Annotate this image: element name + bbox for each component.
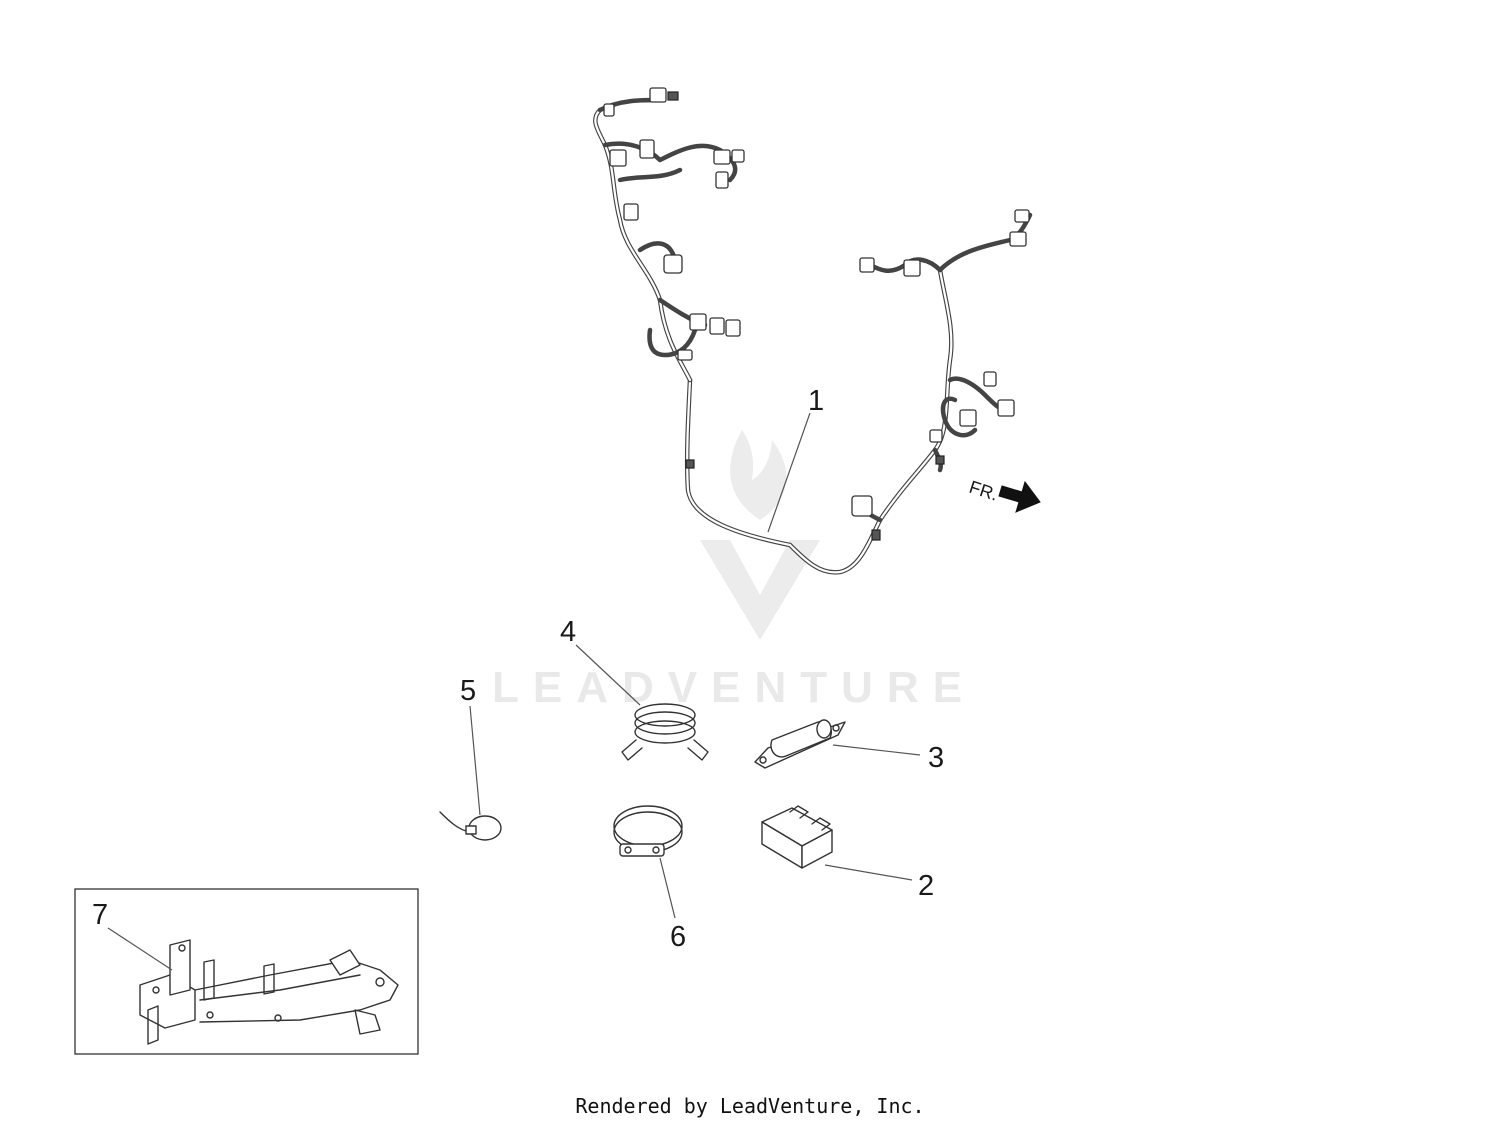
watermark-text: LEADVENTURE — [492, 663, 976, 712]
leader-line-5 — [469, 705, 481, 816]
spring-hose-clamp-icon — [621, 703, 709, 761]
mounting-bracket-icon — [139, 939, 399, 1045]
watermark-logo-icon — [700, 430, 820, 640]
mounting-bracket-inset — [74, 888, 419, 1055]
leader-line-3 — [832, 744, 921, 756]
callout-7: 7 — [92, 899, 108, 931]
cable-tie-icon — [439, 811, 502, 841]
callout-4: 4 — [560, 616, 576, 648]
wiring-harness-icon — [593, 87, 1033, 575]
callout-6: 6 — [670, 921, 686, 953]
callout-3: 3 — [928, 742, 944, 774]
front-direction-indicator: FR. — [967, 477, 1041, 513]
leader-line-7 — [107, 927, 173, 971]
callout-1: 1 — [808, 385, 824, 417]
blade-fuse-icon — [761, 805, 833, 869]
leader-lines — [107, 412, 921, 971]
callout-2: 2 — [918, 870, 934, 902]
callout-5: 5 — [460, 675, 476, 707]
direction-label: FR. — [967, 477, 1001, 505]
inline-fuse-holder-icon — [754, 719, 846, 769]
leader-line-4 — [575, 644, 641, 706]
watermark: LEADVENTURE — [492, 430, 976, 712]
footer-credit: Rendered by LeadVenture, Inc. — [575, 1094, 925, 1118]
leader-line-2 — [824, 864, 913, 881]
callout-labels: 1 2 3 4 5 6 7 — [92, 385, 944, 953]
arrow-right-icon — [998, 480, 1041, 513]
leader-line-6 — [659, 857, 676, 919]
leader-line-1 — [767, 412, 811, 533]
band-clamp-icon — [613, 805, 683, 857]
